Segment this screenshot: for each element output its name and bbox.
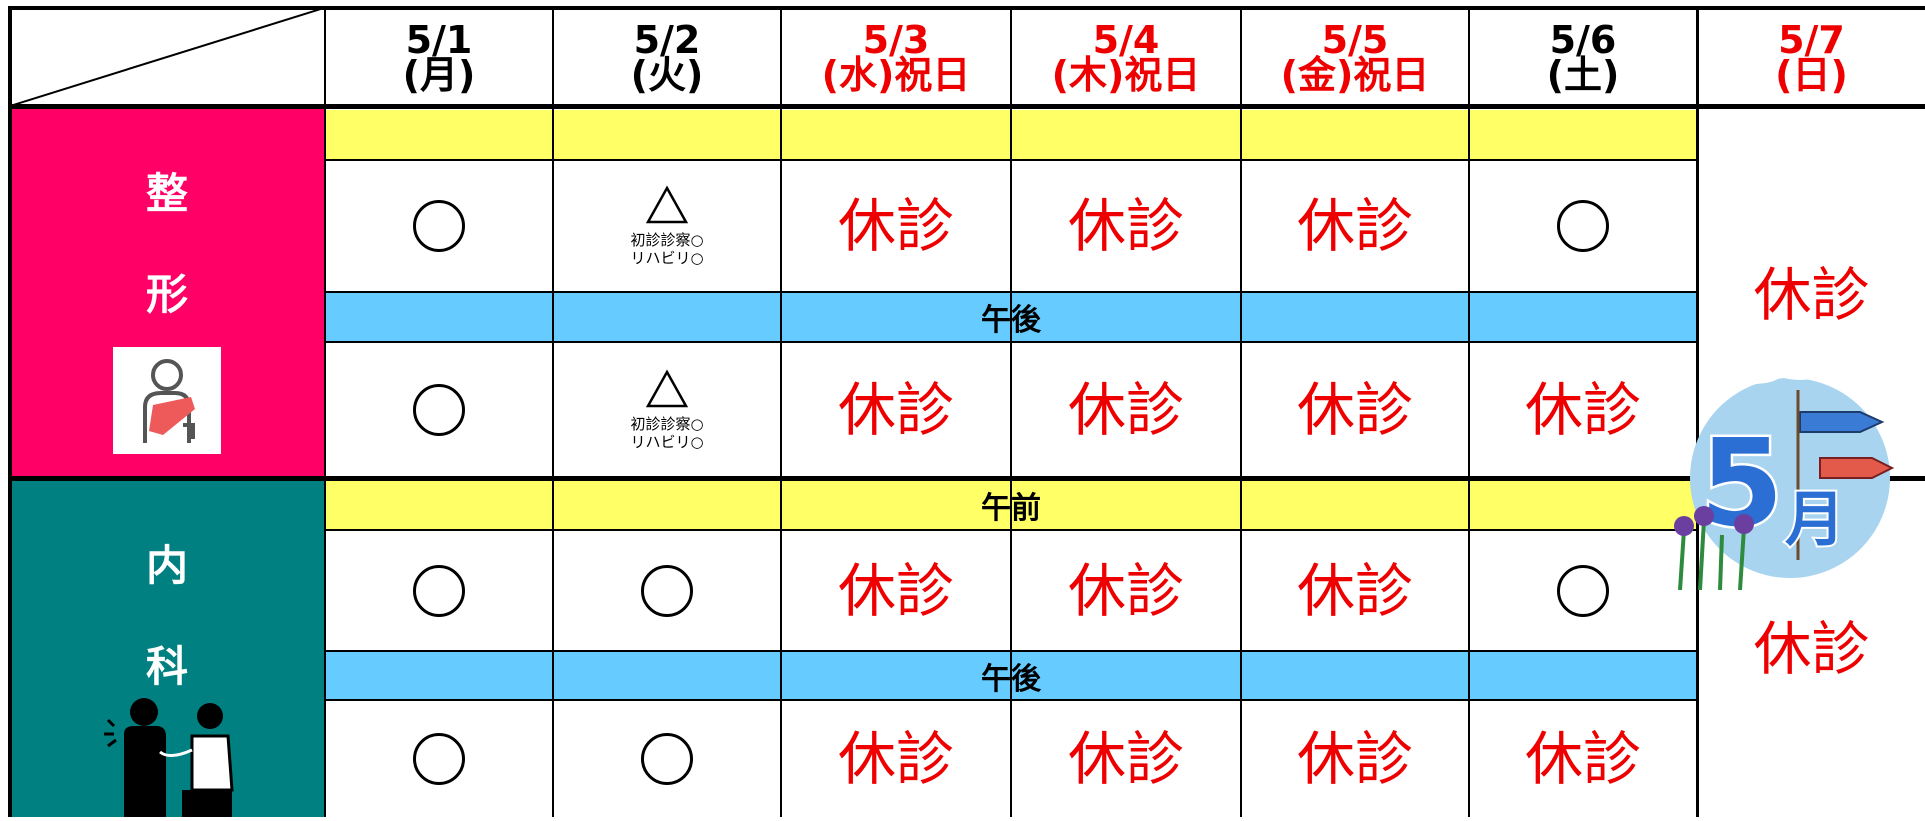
badge-number: 5 bbox=[1700, 415, 1784, 554]
grid-row-sep-6 bbox=[324, 699, 1698, 701]
grid-header-bottom bbox=[8, 104, 1925, 109]
day-header-7: 5/7(日) bbox=[1775, 18, 1848, 97]
closed-label: 休診 bbox=[837, 192, 954, 260]
sunday-ortho-closed: 休診 bbox=[1753, 261, 1870, 329]
internal-department-label: 内 科 bbox=[10, 532, 324, 694]
open-circle-icon bbox=[641, 564, 693, 617]
grid-col-sep-7 bbox=[1696, 6, 1699, 817]
schedule-cell-ortho-am-5: 休診 bbox=[1242, 161, 1468, 291]
schedule-cell-internal-am-2 bbox=[554, 531, 780, 650]
schedule-cell-internal-am-6 bbox=[1470, 531, 1696, 650]
badge-month: 月 bbox=[1785, 485, 1845, 555]
grid-row-sep-3 bbox=[324, 341, 1698, 343]
schedule-cell-internal-pm-3: 休診 bbox=[782, 701, 1010, 817]
closed-label: 休診 bbox=[1296, 556, 1413, 625]
open-circle-icon bbox=[413, 733, 465, 785]
schedule-cell-ortho-am-1 bbox=[326, 161, 552, 291]
schedule-cell-ortho-pm-5: 休診 bbox=[1242, 343, 1468, 476]
header-diagonal-divider bbox=[10, 8, 324, 106]
ortho-char-2: 形 bbox=[145, 270, 188, 319]
open-circle-icon bbox=[641, 733, 693, 785]
open-circle-icon bbox=[1557, 200, 1609, 252]
partial-note-line1: 初診診察○ bbox=[630, 414, 704, 433]
day-header-1: 5/1(月) bbox=[402, 18, 476, 97]
schedule-cell-ortho-pm-1 bbox=[326, 343, 552, 476]
sunday-internal-closed: 休診 bbox=[1753, 615, 1870, 683]
schedule-cell-internal-pm-2 bbox=[554, 701, 780, 817]
closed-label: 休診 bbox=[1067, 192, 1184, 260]
doctor-examining-patient-icon bbox=[100, 690, 250, 817]
schedule-cell-ortho-am-6 bbox=[1470, 161, 1696, 291]
schedule-cell-internal-am-1 bbox=[326, 531, 552, 650]
grid-col-sep-2 bbox=[552, 6, 554, 817]
grid-row-sep-2 bbox=[324, 291, 1698, 293]
open-circle-icon bbox=[413, 200, 465, 252]
schedule-cell-internal-pm-1 bbox=[326, 701, 552, 817]
closed-label: 休診 bbox=[1067, 725, 1184, 793]
closed-label: 休診 bbox=[1296, 725, 1413, 793]
open-circle-icon bbox=[1557, 564, 1609, 617]
ortho-department-label: 整 形 bbox=[10, 160, 324, 322]
ortho-char-1: 整 bbox=[145, 169, 188, 218]
carp-streamer-may-badge: 5 月 bbox=[1660, 348, 1915, 591]
open-circle-icon bbox=[413, 383, 465, 436]
schedule-cell-ortho-am-2: 初診診察○リハビリ○ bbox=[554, 161, 780, 291]
grid-row-sep-1 bbox=[324, 159, 1698, 161]
closed-label: 休診 bbox=[1067, 375, 1184, 444]
schedule-cell-ortho-am-3: 休診 bbox=[782, 161, 1010, 291]
schedule-cell-ortho-pm-2: 初診診察○リハビリ○ bbox=[554, 343, 780, 476]
grid-col-sep-4 bbox=[1010, 6, 1012, 817]
schedule-cell-ortho-am-4: 休診 bbox=[1012, 161, 1240, 291]
iris-flowers-icon bbox=[1674, 506, 1754, 591]
grid-col-sep-3 bbox=[780, 6, 782, 817]
closed-label: 休診 bbox=[1524, 375, 1641, 444]
day-header-2: 5/2(火) bbox=[630, 18, 704, 97]
day-header-5: 5/5(金)祝日 bbox=[1280, 18, 1430, 97]
schedule-cell-internal-am-4: 休診 bbox=[1012, 531, 1240, 650]
schedule-cell-internal-pm-6: 休診 bbox=[1470, 701, 1696, 817]
closed-label: 休診 bbox=[837, 725, 954, 793]
partial-triangle-icon bbox=[645, 185, 689, 224]
closed-label: 休診 bbox=[1296, 375, 1413, 444]
partial-note-line1: 初診診察○ bbox=[630, 231, 704, 249]
open-circle-icon bbox=[413, 564, 465, 617]
schedule-cell-ortho-pm-4: 休診 bbox=[1012, 343, 1240, 476]
schedule-cell-internal-pm-4: 休診 bbox=[1012, 701, 1240, 817]
schedule-cell-ortho-pm-6: 休診 bbox=[1470, 343, 1696, 476]
grid-top-border bbox=[8, 6, 1925, 10]
partial-note-line2: リハビリ○ bbox=[630, 432, 704, 451]
schedule-cell-ortho-pm-3: 休診 bbox=[782, 343, 1010, 476]
partial-note-line2: リハビリ○ bbox=[630, 249, 704, 267]
day-header-6: 5/6(土) bbox=[1546, 18, 1620, 97]
day-header-3: 5/3(水)祝日 bbox=[821, 18, 971, 97]
internal-department-panel bbox=[10, 478, 324, 817]
closed-label: 休診 bbox=[837, 556, 954, 625]
day-header-4: 5/4(木)祝日 bbox=[1051, 18, 1201, 97]
closed-label: 休診 bbox=[837, 375, 954, 444]
closed-label: 休診 bbox=[1296, 192, 1413, 260]
grid-col-sep-6 bbox=[1468, 6, 1470, 817]
grid-col-sep-1 bbox=[324, 6, 326, 817]
grid-department-divider bbox=[8, 476, 1925, 481]
schedule-cell-internal-pm-5: 休診 bbox=[1242, 701, 1468, 817]
closed-label: 休診 bbox=[1067, 556, 1184, 625]
schedule-cell-internal-am-3: 休診 bbox=[782, 531, 1010, 650]
arm-sling-patient-icon bbox=[113, 347, 221, 454]
grid-row-sep-5 bbox=[324, 650, 1698, 652]
grid-row-sep-4 bbox=[324, 529, 1698, 531]
closed-label: 休診 bbox=[1524, 725, 1641, 793]
internal-char-1: 内 bbox=[145, 541, 188, 590]
grid-col-sep-5 bbox=[1240, 6, 1242, 817]
partial-triangle-icon bbox=[645, 368, 689, 407]
internal-char-2: 科 bbox=[145, 642, 188, 691]
grid-left-border bbox=[8, 6, 12, 817]
schedule-cell-internal-am-5: 休診 bbox=[1242, 531, 1468, 650]
